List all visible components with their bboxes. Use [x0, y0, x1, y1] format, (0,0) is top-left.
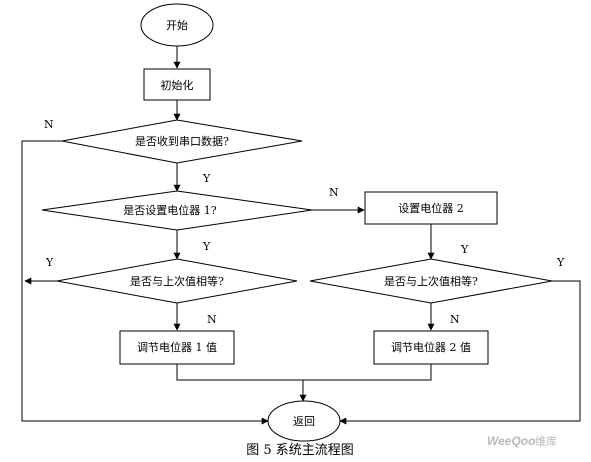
node-init-label: 初始化 — [161, 78, 194, 92]
node-start-label: 开始 — [166, 18, 188, 32]
watermark-suffix: 维库 — [535, 435, 557, 448]
label-left-no: N — [207, 313, 217, 326]
node-start: 开始 — [140, 3, 214, 47]
connectors — [21, 46, 581, 425]
node-compare-right: 是否与上次值相等? — [309, 258, 553, 304]
node-pot1-check: 是否设置电位器 1? — [41, 190, 313, 231]
node-compare-left: 是否与上次值相等? — [56, 258, 298, 304]
node-compare-right-label: 是否与上次值相等? — [384, 274, 478, 288]
node-adjust-pot2-label: 调节电位器 2 值 — [391, 340, 471, 354]
edge-labels: N Y N Y Y Y N N Y — [44, 118, 565, 326]
edge-adjust1-merge — [176, 364, 432, 381]
watermark-brand: WeeQoo — [487, 434, 535, 448]
label-serial-yes: Y — [202, 172, 211, 185]
node-adjust-pot1: 调节电位器 1 值 — [119, 330, 235, 365]
node-return-label: 返回 — [293, 415, 315, 428]
node-adjust-pot1-label: 调节电位器 1 值 — [137, 340, 217, 354]
watermark: WeeQoo 维库 — [487, 434, 557, 448]
label-setpot2-yes: Y — [460, 243, 469, 256]
node-serial-check: 是否收到串口数据? — [61, 119, 303, 164]
label-serial-no: N — [44, 118, 54, 131]
edge-right-yes-return — [339, 280, 581, 425]
label-right-yes: Y — [556, 256, 565, 269]
node-pot1-check-label: 是否设置电位器 1? — [123, 203, 216, 217]
figure-caption: 图 5 系统主流程图 — [246, 443, 354, 458]
label-pot1-yes: Y — [202, 240, 211, 253]
node-return: 返回 — [267, 400, 341, 442]
edge-serial-no-return — [21, 140, 269, 425]
node-set-pot2: 设置电位器 2 — [364, 191, 498, 225]
node-init: 初始化 — [143, 68, 211, 101]
node-compare-left-label: 是否与上次值相等? — [130, 274, 224, 288]
label-right-no: N — [450, 313, 460, 326]
label-pot1-no: N — [329, 186, 339, 199]
label-left-yes: Y — [45, 256, 54, 269]
node-adjust-pot2: 调节电位器 2 值 — [373, 330, 489, 365]
node-serial-check-label: 是否收到串口数据? — [135, 134, 229, 148]
node-set-pot2-label: 设置电位器 2 — [398, 201, 464, 215]
